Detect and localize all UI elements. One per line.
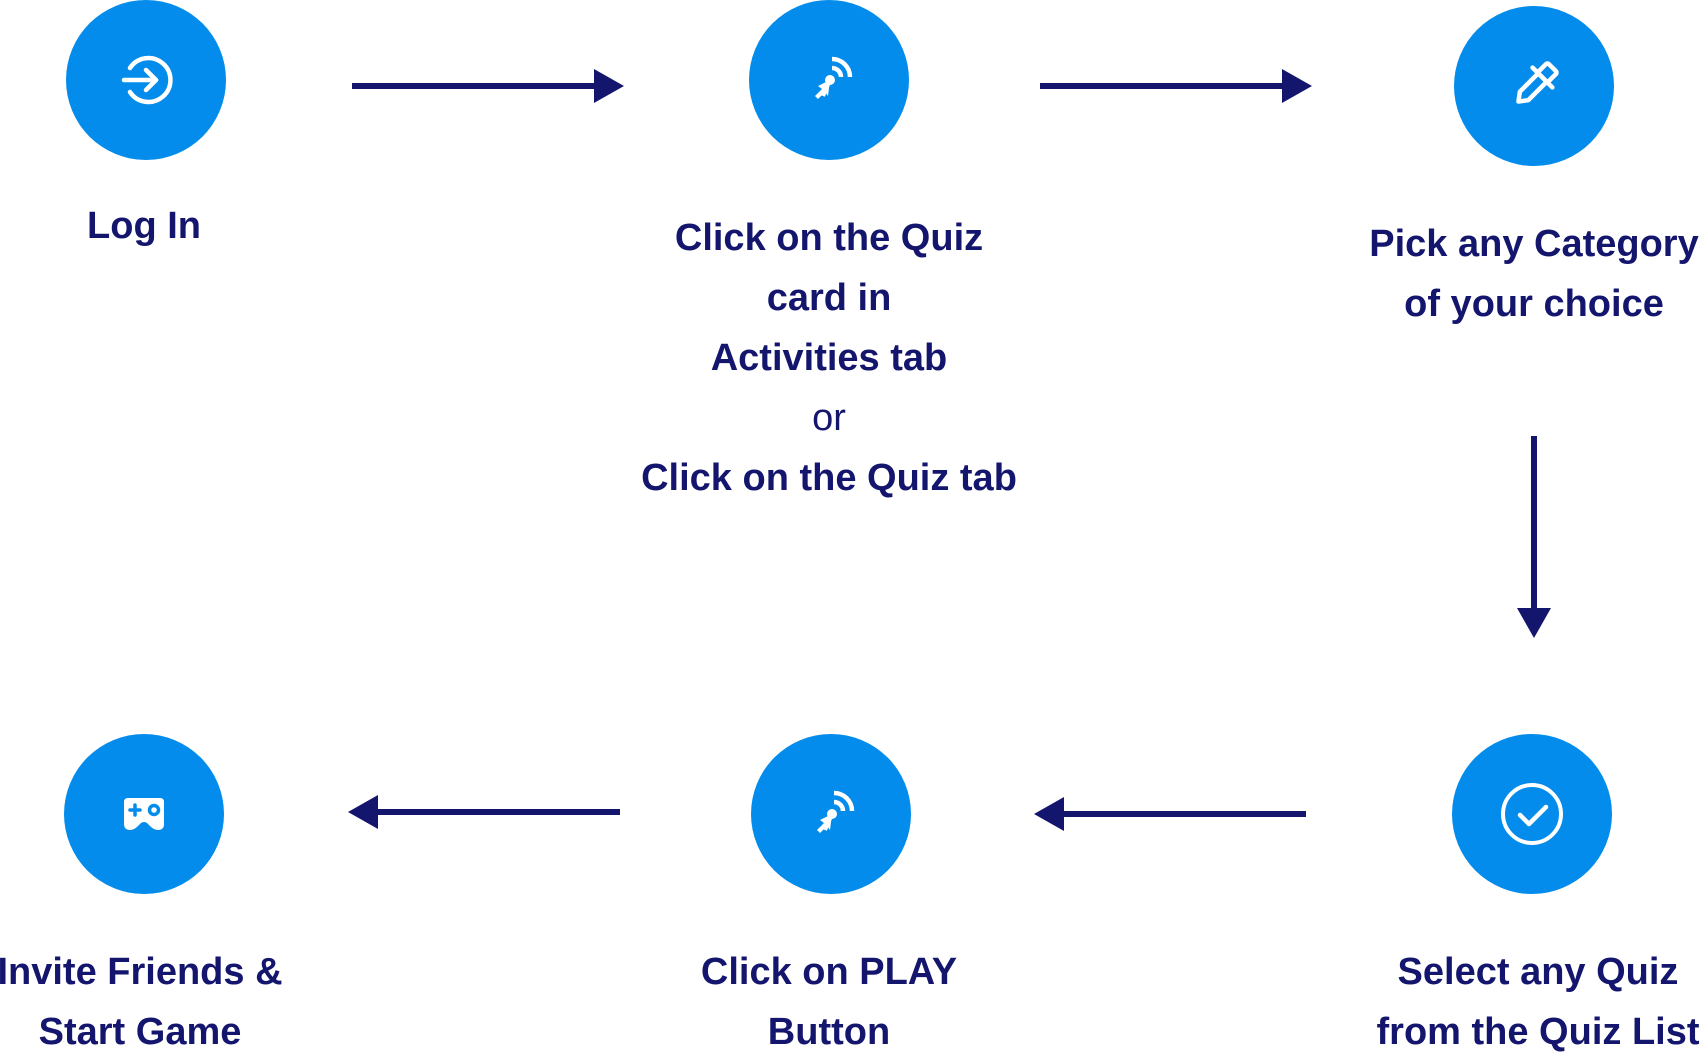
gamepad-icon: [124, 798, 164, 830]
eyedropper-icon: [1516, 61, 1559, 104]
label-line: Pick any Category: [1369, 223, 1699, 265]
step-select-quiz-circle: [1452, 734, 1612, 894]
step-invite-friends-label: Invite Friends & Start Game: [0, 942, 283, 1062]
check-circle-icon: [1501, 783, 1563, 845]
label-line: from the Quiz List: [1376, 1011, 1700, 1053]
label-line: of your choice: [1404, 283, 1664, 325]
step-log-in-circle: [66, 0, 226, 160]
step-select-quiz-label: Select any Quiz from the Quiz List: [1377, 942, 1700, 1062]
tap-cursor-icon: [815, 56, 853, 99]
step-pick-category-label: Pick any Category of your choice: [1369, 214, 1698, 334]
label-line: Click on the Quiz tab: [641, 457, 1017, 499]
label-line: Activities tab: [710, 337, 948, 379]
arrow-login-to-quiz-card: [352, 69, 624, 103]
step-invite-friends-circle: [64, 734, 224, 894]
label-line: Select any Quiz: [1397, 951, 1679, 993]
step-click-quiz-card-label: Click on the Quiz card in Activities tab…: [641, 208, 1017, 508]
label-line: card in: [766, 277, 892, 319]
label-line: Click on PLAY: [700, 951, 958, 993]
step-click-play-circle: [751, 734, 911, 894]
log-in-icon: [121, 55, 173, 105]
arrow-category-to-select-quiz: [1517, 436, 1551, 638]
step-pick-category-circle: [1454, 6, 1614, 166]
label-line: Log In: [87, 205, 201, 247]
step-log-in-label: Log In: [87, 196, 201, 256]
label-line: Button: [767, 1011, 891, 1053]
tap-cursor-icon: [817, 790, 855, 833]
label-line: Start Game: [38, 1011, 242, 1053]
step-click-play-label: Click on PLAY Button: [701, 942, 957, 1062]
arrow-select-quiz-to-play: [1034, 797, 1306, 831]
label-line: Click on the Quiz: [674, 217, 984, 259]
arrow-play-to-invite: [348, 795, 620, 829]
label-line-or: or: [812, 397, 846, 439]
arrow-quiz-card-to-category: [1040, 69, 1312, 103]
step-click-quiz-card-circle: [749, 0, 909, 160]
label-line: Invite Friends &: [0, 951, 283, 993]
